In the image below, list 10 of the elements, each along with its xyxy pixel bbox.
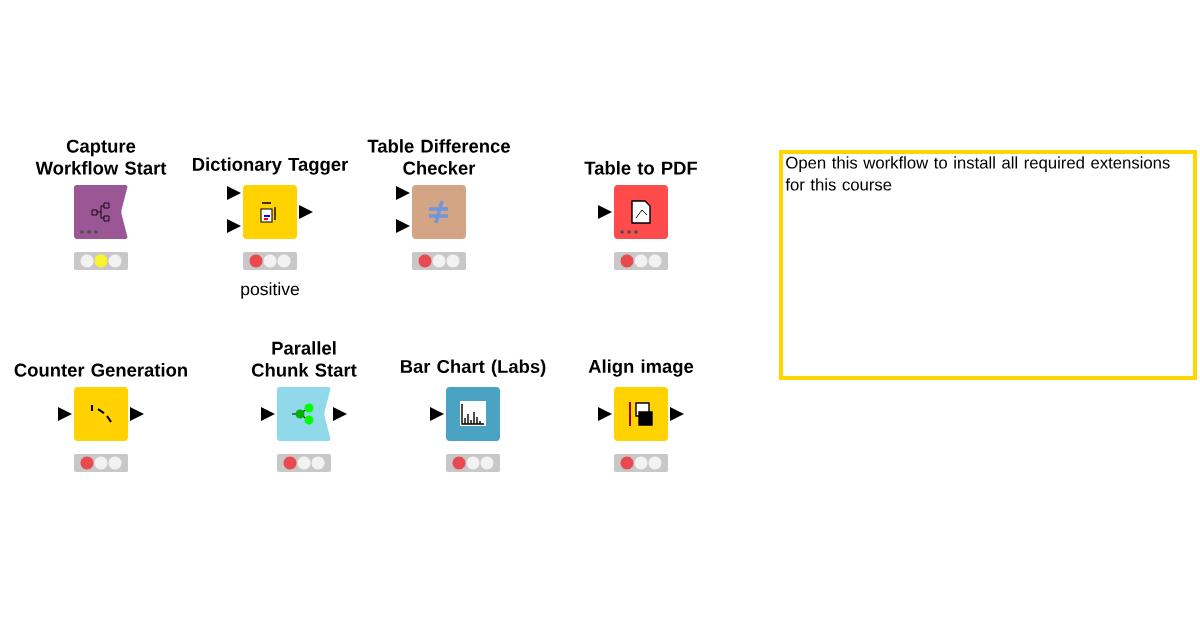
- node-title: Table Difference Checker: [367, 139, 510, 175]
- node-title: Counter Generation: [14, 363, 187, 377]
- node-title: Parallel Chunk Start: [251, 341, 357, 377]
- node-title: Capture Workflow Start: [35, 139, 167, 175]
- node-title: Dictionary Tagger: [193, 157, 348, 175]
- node-title: Table to PDF: [584, 161, 697, 175]
- annotation-box: Open this workflow to install all required extensions for this course: [779, 150, 1197, 380]
- node-title: Bar Chart (Labs): [400, 359, 546, 377]
- node-title: Align image: [588, 359, 694, 377]
- node-caption: positive: [241, 282, 299, 299]
